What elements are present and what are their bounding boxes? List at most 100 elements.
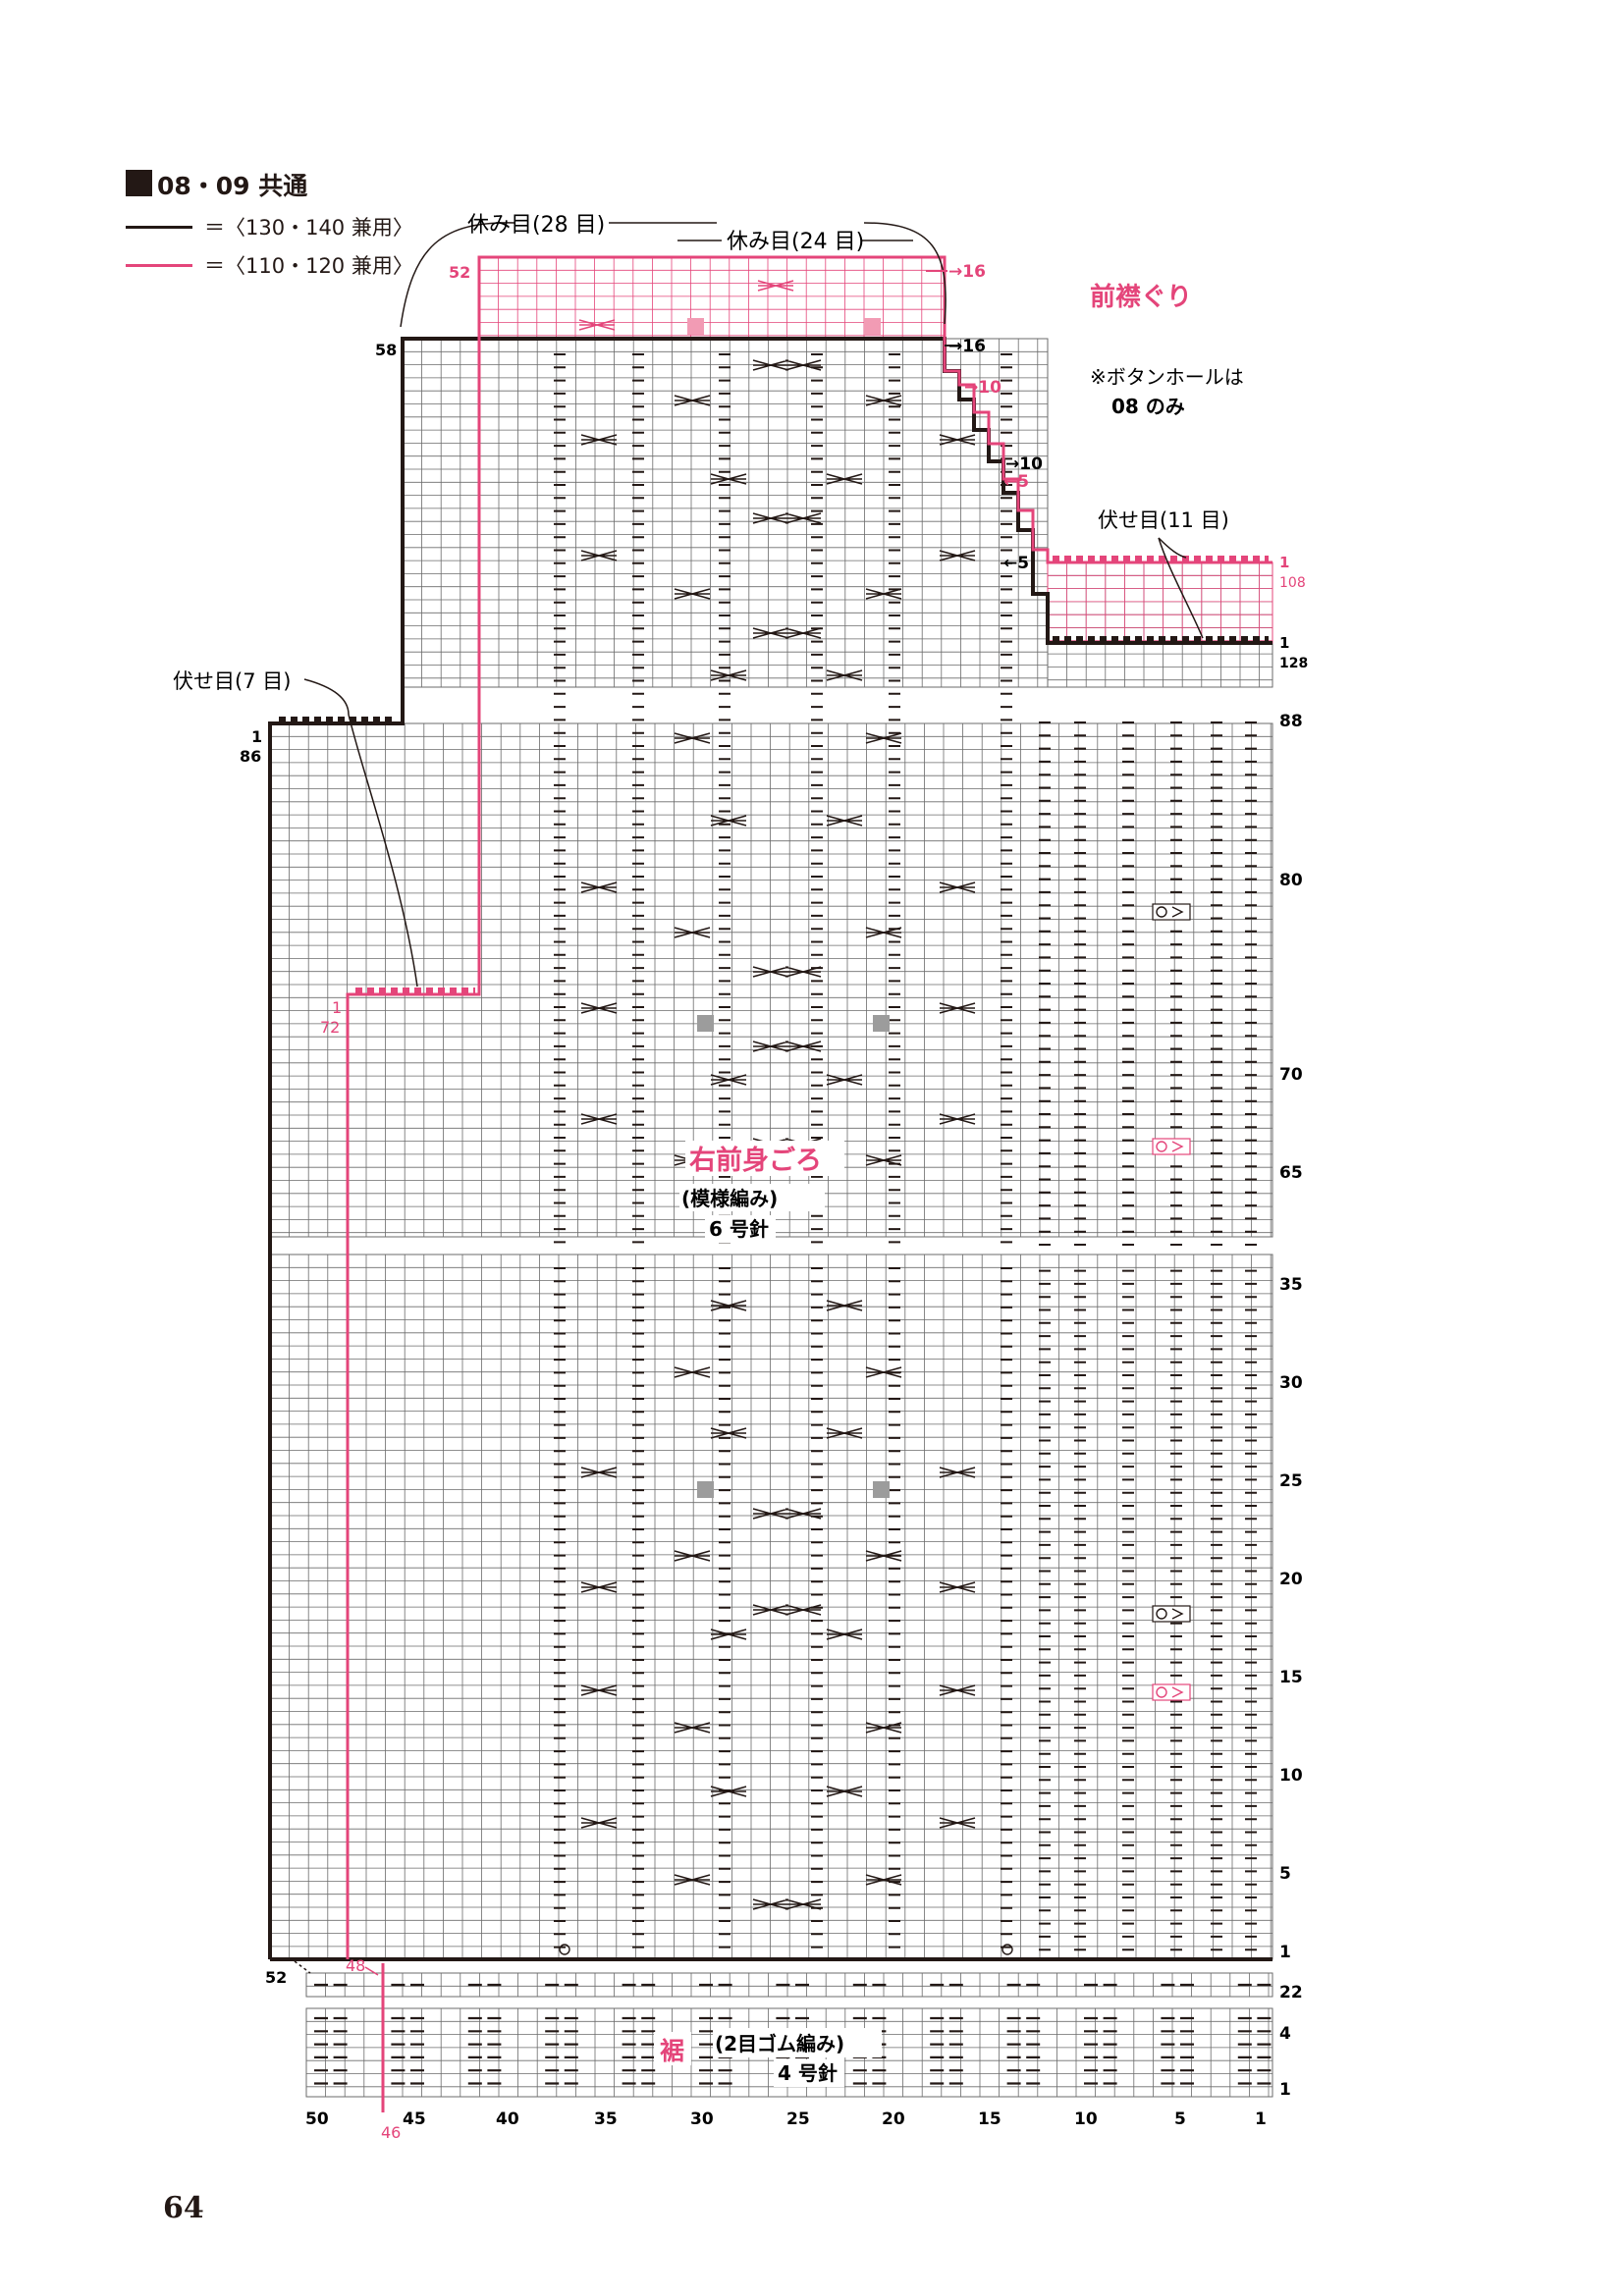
leader-48 [364, 1966, 379, 1976]
col-num-25: 25 [786, 2109, 810, 2129]
legend-line-black [126, 225, 192, 229]
buttonhole-yo-2 [1156, 1608, 1167, 1620]
row-num-22: 22 [1279, 1983, 1303, 2002]
buttonhole-dec-2 [1171, 1608, 1184, 1620]
row-num-rib-1: 1 [1279, 2080, 1291, 2100]
buttonhole-frame-0 [1152, 903, 1191, 921]
leader-rest-28 [400, 222, 516, 328]
label-pattern-bg [679, 1184, 825, 1211]
col-num-50: 50 [305, 2109, 329, 2129]
row-num-20: 20 [1279, 1570, 1303, 1589]
label-rib: (2目ゴム編み) [715, 2032, 844, 2056]
num-16-pink: →16 [948, 262, 986, 282]
bobble-square-3 [873, 1481, 890, 1498]
col-num-40: 40 [496, 2109, 519, 2129]
grid-lower-body [269, 1254, 1273, 1960]
num-52-black: 52 [265, 1968, 287, 1987]
num-58: 58 [375, 341, 397, 359]
row-num-25: 25 [1279, 1471, 1303, 1491]
buttonhole-2 [1152, 1605, 1191, 1623]
col-num-20: 20 [882, 2109, 905, 2129]
yo-mark-right [1001, 1944, 1013, 1955]
leader-rest-24 [863, 222, 947, 325]
num-10-pink: →10 [964, 378, 1001, 398]
num-128: 128 [1279, 656, 1308, 671]
row-num-15: 15 [1279, 1668, 1303, 1687]
label-rest-24: 休み目(24 目) [727, 230, 864, 254]
col-num-15: 15 [978, 2109, 1001, 2129]
label-bind-7: 伏せ目(7 目) [173, 669, 291, 693]
num-48: 48 [346, 1956, 365, 1975]
num-5-black: ←5 [1003, 554, 1029, 573]
num-46: 46 [381, 2123, 401, 2142]
legend-black: ＝〈130・140 兼用〉 [126, 212, 413, 241]
row-num-10: 10 [1279, 1766, 1303, 1786]
leader-bind-7 [303, 678, 350, 716]
pink-bobble-square-0 [687, 318, 704, 335]
leader-52 [294, 1960, 311, 1974]
rib-purl-dashes [314, 1983, 1272, 2085]
bobble-square-0 [697, 1015, 714, 1032]
buttonhole-1 [1152, 1138, 1191, 1155]
num-5-pink: ←5 [1003, 472, 1029, 492]
row-num-30: 30 [1279, 1373, 1303, 1393]
col-num-45: 45 [403, 2109, 426, 2129]
grid-rib-frame [305, 2007, 1273, 2098]
label-piece-name: 右前身ごろ [689, 1145, 822, 1176]
leader-bind-11b [1158, 537, 1187, 559]
grid-shoulder-right [1047, 561, 1273, 688]
pink-bobble-square-1 [864, 318, 881, 335]
grid-shoulder-lines [402, 338, 1048, 687]
label-needle-rib-bg [774, 2059, 844, 2087]
leader-bind-7b [348, 714, 418, 988]
col-num-1: 1 [1255, 2109, 1267, 2129]
label-piece-bg [685, 1141, 844, 1176]
num-108: 108 [1279, 575, 1306, 591]
body-purl-path [554, 353, 1257, 1951]
row-num-5: 5 [1279, 1864, 1291, 1884]
label-button-note-1: ※ボタンホールは [1090, 365, 1244, 389]
label-neckline: 前襟ぐり [1090, 282, 1192, 312]
grid-shoulder-right-frame [1047, 561, 1273, 688]
chart-labels: 休み目(28 目) 休み目(24 目) 前襟ぐり ※ボタンホールは 08 のみ … [173, 213, 1308, 2142]
chart-outlines [268, 222, 1272, 2112]
num-52-pink: 52 [449, 263, 470, 282]
row-num-1: 1 [1279, 1943, 1291, 1962]
num-1-pink-top: 1 [1279, 554, 1289, 571]
label-button-note-2: 08 のみ [1111, 395, 1185, 418]
buttonhole-frame-2 [1152, 1605, 1191, 1623]
label-rest-28: 休み目(28 目) [467, 213, 605, 238]
buttonhole-0 [1152, 903, 1191, 921]
buttonhole-dec-1 [1171, 1141, 1184, 1152]
outline-pink-body [346, 255, 947, 1959]
buttonhole-3 [1152, 1683, 1191, 1701]
row-num-80: 80 [1279, 871, 1303, 890]
legend-text-pink: ＝〈110・120 兼用〉 [204, 254, 413, 278]
grid-pink-neck-lines [1047, 561, 1272, 643]
bobble-square-1 [873, 1015, 890, 1032]
col-num-35: 35 [594, 2109, 618, 2129]
num-86: 86 [240, 747, 261, 766]
buttonhole-frame-3 [1152, 1683, 1191, 1701]
buttonhole-yo-0 [1156, 906, 1167, 918]
label-pattern: (模様編み) [681, 1187, 778, 1210]
num-16-black: →16 [948, 337, 986, 356]
col-num-5: 5 [1174, 2109, 1186, 2129]
bobble-square-2 [697, 1481, 714, 1498]
buttonhole-yo-3 [1156, 1686, 1167, 1698]
header-title: 08・09 共通 [157, 172, 308, 200]
grid-pink-neck-frame [1047, 561, 1273, 644]
label-rib-bg [713, 2028, 882, 2057]
cable-path [580, 359, 976, 1910]
chart-symbols [314, 280, 1272, 2085]
label-hem: 裾 [660, 2037, 684, 2065]
chart-grid [269, 256, 1273, 2098]
leader-bind-11 [1158, 537, 1204, 639]
num-1-left: 1 [251, 727, 262, 746]
row-num-88: 88 [1279, 712, 1303, 731]
outline-pink-neck [943, 339, 1272, 564]
cable-crossings [580, 359, 976, 1910]
num-72: 72 [320, 1018, 340, 1037]
grid-shoulder [402, 338, 1049, 688]
